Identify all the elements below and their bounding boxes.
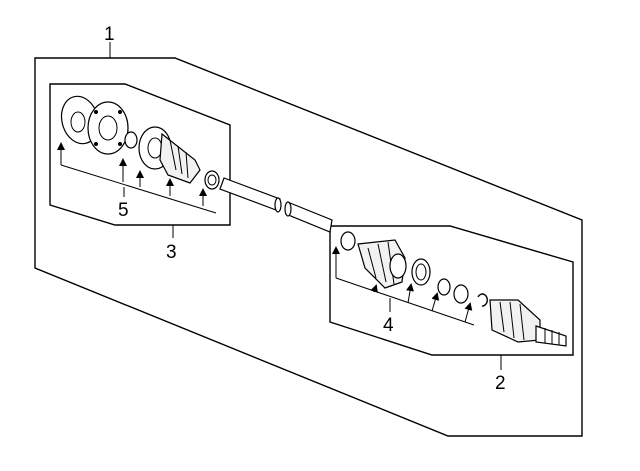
outer-spacer-ring — [437, 278, 451, 296]
outer-snap-ring — [340, 231, 356, 251]
inner-joint-kit-box — [49, 83, 231, 226]
assembly-outline-box — [34, 57, 583, 437]
outer-circlip — [477, 293, 489, 307]
callout-2: 2 — [495, 373, 506, 394]
callout-4-leaders — [332, 246, 475, 326]
callout-5-leaders — [57, 142, 217, 214]
inner-cv-joint-housing — [87, 101, 129, 155]
inner-cv-boot — [159, 132, 201, 184]
inner-boot-clamp — [204, 170, 220, 190]
axle-shaft — [219, 177, 333, 233]
outer-boot-clamp — [411, 258, 431, 286]
inner-snap-ring — [124, 131, 138, 149]
callout-3: 3 — [166, 242, 177, 263]
callout-5: 5 — [118, 200, 129, 221]
outer-cv-joint — [489, 299, 567, 347]
outer-cv-boot — [357, 239, 407, 289]
callout-1: 1 — [104, 24, 115, 45]
callout-4: 4 — [383, 315, 394, 336]
outer-joint-kit-box — [329, 225, 574, 356]
outer-stop-ring — [453, 284, 469, 304]
